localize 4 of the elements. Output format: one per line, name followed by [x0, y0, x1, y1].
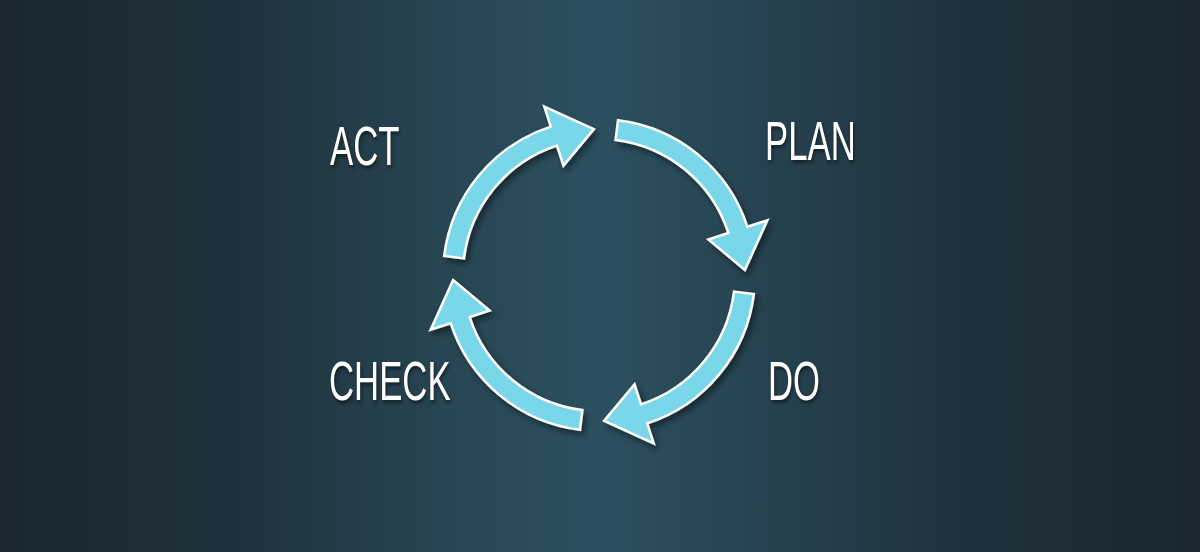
stage-label: DO: [768, 353, 821, 409]
stage-label: PLAN: [765, 113, 856, 169]
stage-label: CHECK: [329, 353, 451, 409]
stage-label: ACT: [330, 118, 400, 174]
